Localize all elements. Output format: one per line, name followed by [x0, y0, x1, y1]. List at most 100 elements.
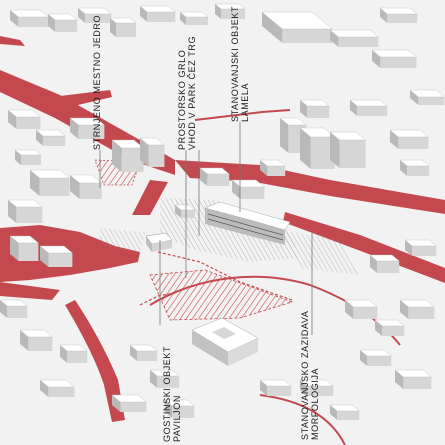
building-side: [10, 10, 19, 27]
building-facade: [377, 261, 400, 273]
building-side: [262, 12, 283, 43]
building-roof: [404, 239, 437, 247]
hatched-strip-east: [280, 230, 360, 275]
building-roof: [369, 254, 400, 262]
label-stanovanjsko-zazidava: STANOVANJSKO ZAZIDAVA MORFOLOGIJA: [300, 310, 320, 440]
building-facade: [55, 20, 78, 32]
building-facade: [418, 97, 445, 105]
building-roof: [174, 204, 196, 211]
building-roof: [359, 349, 392, 357]
building-facade: [307, 386, 334, 396]
building-facade: [148, 145, 165, 167]
building-facade: [116, 23, 136, 37]
building-side: [140, 6, 148, 22]
building-facade: [240, 187, 265, 199]
building-facade: [207, 174, 230, 186]
building-facade: [21, 155, 41, 165]
building-roof: [179, 11, 209, 18]
building-facade: [67, 351, 88, 363]
building-facade: [18, 243, 39, 261]
building-facade: [338, 37, 379, 47]
building-roof: [199, 167, 230, 175]
building-side: [70, 118, 79, 139]
hatched-strip-west: [100, 228, 145, 252]
building-facade: [353, 307, 378, 319]
label-gostinski-objekt-paviljon: GOSTINSKI OBJEKT PAVILJON: [162, 345, 182, 442]
building-side: [330, 405, 338, 420]
building-side: [112, 395, 121, 412]
building-roof: [399, 159, 430, 167]
building-side: [410, 90, 419, 105]
building-facade: [78, 125, 105, 139]
street-to-northwest: [40, 90, 112, 108]
building-facade: [307, 106, 330, 118]
building-side: [400, 160, 408, 176]
building-facade: [282, 29, 333, 43]
building-roof: [261, 11, 333, 30]
building-facade: [412, 246, 437, 256]
building-roof: [129, 344, 158, 352]
northern-arc: [194, 109, 291, 121]
building-facade: [337, 411, 360, 420]
building-facade: [157, 376, 180, 388]
building-facade: [48, 253, 73, 267]
building-side: [360, 350, 368, 366]
east-avenue: [283, 212, 445, 283]
building-roof: [299, 379, 334, 387]
building-facade: [43, 136, 66, 146]
label-stanovanjski-objekt-lamela: STANOVANJSKI OBJEKT LAMELA: [230, 5, 250, 122]
building-side: [30, 170, 40, 196]
building-side: [48, 14, 56, 32]
building-roof: [59, 344, 88, 352]
label-prostorsko-grlo: PROSTORSKO GRLO VHOD V PARK ČEZ TRG: [177, 35, 197, 150]
building-roof: [29, 169, 71, 179]
building-facade: [172, 406, 195, 418]
building-side: [372, 50, 381, 68]
building-side: [345, 300, 354, 319]
building-facade: [407, 166, 430, 176]
building-roof: [39, 245, 73, 254]
building-roof: [394, 369, 432, 378]
building-facade: [147, 12, 176, 22]
building-roof: [9, 235, 39, 244]
building-facade: [339, 140, 366, 168]
building-roof: [389, 129, 429, 138]
building-facade: [48, 387, 75, 397]
building-roof: [214, 3, 246, 10]
building-roof: [374, 319, 405, 327]
building-facade: [403, 377, 432, 389]
building-roof: [329, 29, 379, 38]
label-strnjeno-mestno-jedro: STRNJENO MESTNO JEDRO: [92, 14, 102, 150]
building-roof: [39, 379, 75, 388]
building-roof: [329, 131, 367, 141]
building-side: [300, 380, 308, 396]
building-facade: [137, 351, 158, 361]
building-side: [8, 200, 17, 223]
street-southwest: [0, 282, 60, 300]
leader-lines: [99, 122, 313, 335]
building-roof: [0, 299, 28, 307]
building-roof: [379, 7, 418, 15]
building-side: [175, 205, 181, 218]
building-facade: [357, 106, 388, 116]
building-roof: [149, 369, 180, 377]
building-side: [40, 380, 49, 397]
building-roof: [399, 299, 435, 308]
building-roof: [47, 13, 78, 21]
building-roof: [344, 299, 378, 308]
building-side: [8, 110, 17, 129]
building-facade: [121, 148, 144, 172]
building-roof: [69, 174, 103, 184]
building-facade: [398, 137, 429, 149]
building-side: [78, 8, 86, 23]
building-facade: [181, 210, 195, 218]
route-west: [139, 292, 176, 306]
building-side: [300, 128, 311, 169]
building-side: [140, 138, 149, 167]
building-roof: [259, 159, 286, 167]
main-street-east: [175, 160, 445, 214]
building-facade: [380, 57, 417, 68]
building-side: [110, 18, 116, 37]
building-roof: [371, 49, 417, 58]
